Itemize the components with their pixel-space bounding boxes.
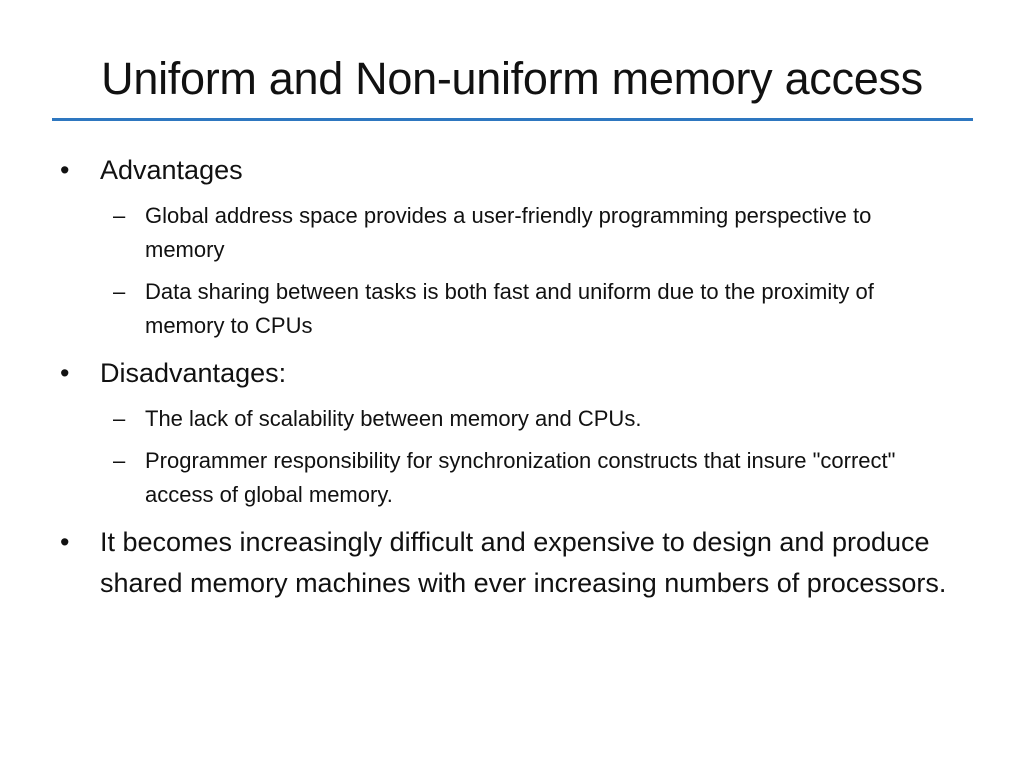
dash-icon: – bbox=[113, 203, 126, 228]
sub-bullet-text: Data sharing between tasks is both fast … bbox=[145, 279, 874, 338]
dash-icon: – bbox=[113, 406, 126, 431]
slide-title: Uniform and Non-uniform memory access bbox=[101, 53, 923, 104]
bullet-disadvantages: • Disadvantages: bbox=[0, 353, 950, 394]
dash-icon: – bbox=[113, 448, 126, 473]
sub-bullet-text: Global address space provides a user-fri… bbox=[145, 203, 872, 262]
bullet-advantages: • Advantages bbox=[0, 150, 950, 191]
bullet-scalability-note: • It becomes increasingly difficult and … bbox=[0, 522, 950, 604]
sub-bullet-advantage-1: – Global address space provides a user-f… bbox=[0, 199, 945, 267]
sub-bullet-text: Programmer responsibility for synchroniz… bbox=[145, 448, 896, 507]
sub-bullet-advantage-2: – Data sharing between tasks is both fas… bbox=[0, 275, 945, 343]
bullet-icon: • bbox=[60, 527, 70, 557]
sub-bullet-disadvantage-1: – The lack of scalability between memory… bbox=[0, 402, 945, 436]
slide-body: • Advantages – Global address space prov… bbox=[0, 150, 1024, 604]
sub-bullet-text: The lack of scalability between memory a… bbox=[145, 406, 642, 431]
bullet-text: Advantages bbox=[100, 155, 243, 185]
bullet-text: Disadvantages: bbox=[100, 358, 287, 388]
dash-icon: – bbox=[113, 279, 126, 304]
bullet-text: It becomes increasingly difficult and ex… bbox=[100, 527, 947, 598]
title-divider bbox=[52, 118, 973, 121]
bullet-icon: • bbox=[60, 358, 70, 388]
sub-bullet-disadvantage-2: – Programmer responsibility for synchron… bbox=[0, 444, 945, 512]
bullet-icon: • bbox=[60, 155, 70, 185]
